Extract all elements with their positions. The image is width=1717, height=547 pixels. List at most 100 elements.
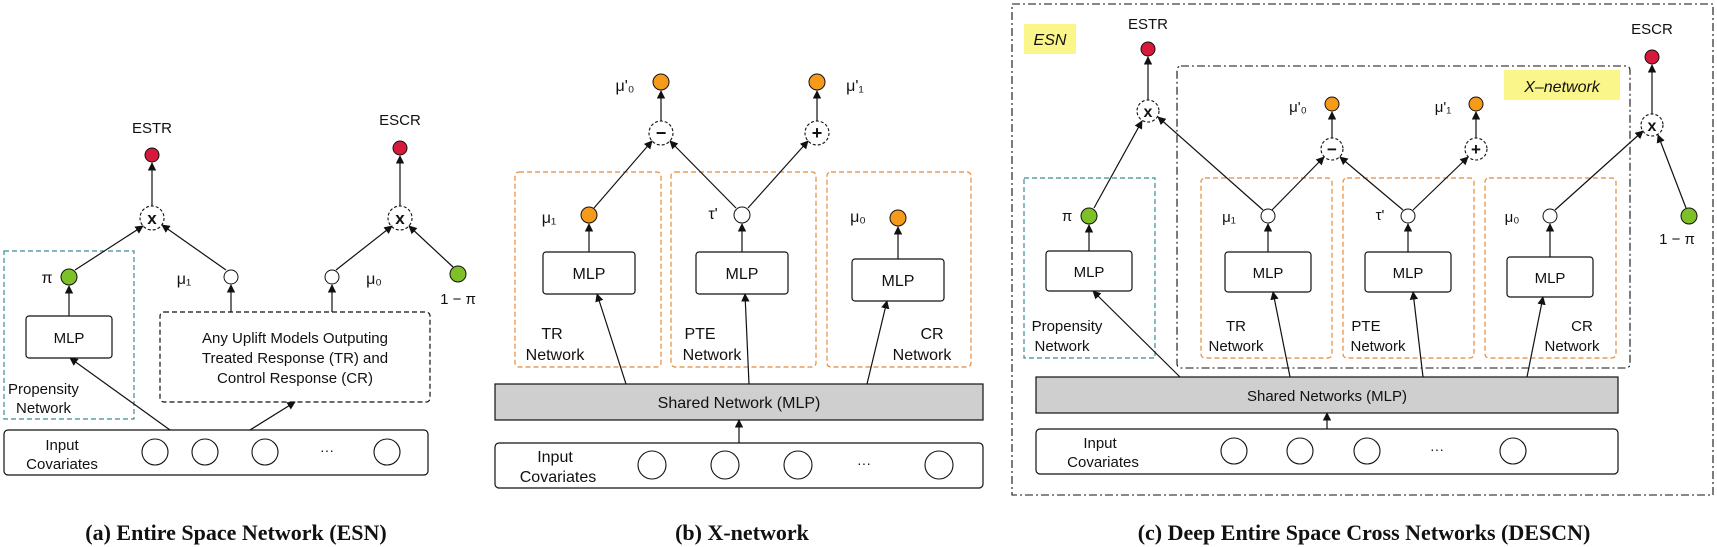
input-node <box>783 450 813 480</box>
propensity-mlp-label: MLP <box>1074 264 1105 281</box>
arrow <box>669 140 737 209</box>
pi-label: π <box>1062 208 1072 225</box>
propensity-label-1: Propensity <box>1032 318 1103 335</box>
shared-network-box <box>494 383 984 421</box>
pte-network-box <box>670 171 817 368</box>
tau-label: τ' <box>1376 207 1385 224</box>
tr-label-2: Network <box>526 347 586 364</box>
multiply-symbol: x <box>1648 118 1657 135</box>
input-ellipsis: ··· <box>1430 441 1444 457</box>
mu1-node <box>223 269 239 285</box>
shared-networks-label: Shared Networks (MLP) <box>1247 388 1407 405</box>
cr-label-1: CR <box>1571 318 1593 335</box>
esn-tag <box>1024 24 1076 54</box>
pte-label-2: Network <box>683 347 743 364</box>
input-node <box>924 450 954 480</box>
arrow <box>595 293 627 385</box>
cr-network-box <box>826 171 972 368</box>
mu0-node <box>889 209 907 227</box>
mu0-label: μ₀ <box>1505 209 1520 226</box>
multiply-symbol: x <box>147 209 157 228</box>
panel-b-x-network: MLP MLP MLP TR Network PTE Network CR Ne… <box>494 73 984 545</box>
plus-symbol: + <box>812 123 823 143</box>
caption-c: (c) Deep Entire Space Cross Networks (DE… <box>1138 520 1591 545</box>
mu1-node <box>580 206 598 224</box>
pte-label-1: PTE <box>1351 318 1380 335</box>
cr-label-2: Network <box>1544 338 1600 355</box>
one-minus-pi-label: 1 − π <box>1659 231 1695 248</box>
arrow <box>335 225 393 271</box>
arrow <box>249 401 296 431</box>
mu1-label: μ₁ <box>542 210 557 227</box>
arrow <box>408 225 454 268</box>
input-ellipsis: ··· <box>320 442 334 458</box>
uplift-models-label-2: Treated Response (TR) and <box>202 350 388 367</box>
tau-node <box>733 206 751 224</box>
one-minus-pi-node <box>449 265 467 283</box>
input-label-1: Input <box>1083 435 1117 452</box>
minus-symbol: − <box>656 123 667 143</box>
input-node <box>1499 437 1527 465</box>
panel-c-descn: ESN X–network MLP Propensity Network MLP… <box>1011 3 1714 545</box>
tr-network-box <box>514 171 662 368</box>
cr-label-1: CR <box>920 326 943 343</box>
arrow <box>1157 116 1264 211</box>
one-minus-pi-label: 1 − π <box>440 291 476 308</box>
mu1-node <box>1260 208 1276 224</box>
estr-label: ESTR <box>1128 16 1168 33</box>
pi-node <box>60 268 78 286</box>
panel-a-esn: MLP Propensity Network Any Uplift Models… <box>3 112 476 545</box>
pte-mlp-label: MLP <box>1393 265 1424 282</box>
multiply-symbol: x <box>1144 104 1153 121</box>
input-node <box>191 438 219 466</box>
input-node <box>637 450 667 480</box>
mu1-prime-label: μ'₁ <box>1435 99 1452 116</box>
pte-network-box <box>1342 177 1475 359</box>
pte-label-1: PTE <box>684 326 715 343</box>
mu0-prime-label: μ'₀ <box>1289 99 1307 116</box>
input-node <box>1220 437 1248 465</box>
arrow <box>1339 156 1404 211</box>
arrow <box>1656 134 1687 209</box>
input-label-2: Covariates <box>26 456 98 473</box>
mu0-prime-label: μ'₀ <box>616 78 635 95</box>
arrow <box>1271 156 1325 211</box>
arrow <box>1092 290 1181 378</box>
arrow <box>593 140 653 209</box>
escr-label: ESCR <box>379 112 421 129</box>
arrow <box>74 225 144 271</box>
mu1-prime-node <box>808 73 826 91</box>
one-minus-pi-node <box>1680 207 1698 225</box>
propensity-network-label-2: Network <box>16 400 72 417</box>
tau-node <box>1400 208 1416 224</box>
input-node <box>373 438 401 466</box>
x-network-tag-label: X–network <box>1523 79 1601 96</box>
descn-outer-box <box>1011 3 1714 496</box>
mu0-label: μ₀ <box>366 271 382 288</box>
tr-label-1: TR <box>541 326 562 343</box>
cr-label-2: Network <box>893 347 953 364</box>
input-ellipsis: ··· <box>857 455 871 471</box>
arrow <box>747 140 809 209</box>
shared-network-label: Shared Network (MLP) <box>658 395 821 412</box>
mu0-prime-node <box>652 73 670 91</box>
pi-node <box>1080 207 1098 225</box>
mu1-prime-node <box>1468 96 1484 112</box>
arrow <box>1412 156 1469 211</box>
estr-label: ESTR <box>132 120 172 137</box>
uplift-models-label-3: Control Response (CR) <box>217 370 373 387</box>
mu0-label: μ₀ <box>850 209 866 226</box>
arrow <box>1093 120 1143 209</box>
input-node <box>710 450 740 480</box>
uplift-models-label-1: Any Uplift Models Outputing <box>202 330 388 347</box>
propensity-label-2: Network <box>1034 338 1090 355</box>
arrow <box>866 300 890 385</box>
input-node <box>141 438 169 466</box>
arrow <box>741 293 750 385</box>
escr-node <box>1644 49 1660 65</box>
pte-label-2: Network <box>1350 338 1406 355</box>
uplift-models-box <box>159 311 431 403</box>
arrow <box>1526 296 1546 378</box>
mu1-label: μ₁ <box>1222 209 1236 226</box>
caption-b: (b) X-network <box>675 520 810 545</box>
